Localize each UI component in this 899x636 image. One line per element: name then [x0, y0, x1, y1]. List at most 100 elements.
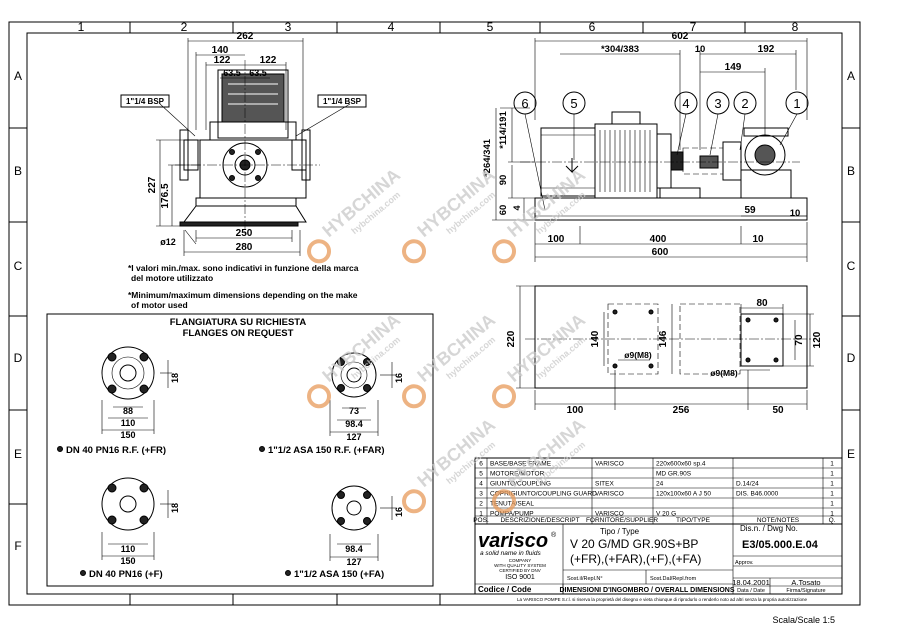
flange-right — [291, 139, 307, 171]
bom-cell-pos: 1 — [479, 511, 483, 518]
flange-asa-far: 73 98.4 127 16 1"1/2 ASA 150 R.F. (+FAR) — [259, 352, 404, 456]
balloon-4-label: 4 — [682, 96, 689, 111]
dwg-label: Dis.n. / Dwg No. — [740, 524, 798, 533]
bom-cell-pos: 3 — [479, 491, 483, 498]
coupling-guard — [682, 147, 724, 175]
watermark-5: HYBCHINA hybchina.com — [402, 310, 499, 409]
dim-100-plan: 100 — [567, 405, 584, 416]
note-en-2: of motor used — [131, 300, 188, 310]
balloon-6-label: 6 — [521, 96, 528, 111]
approv-label: Approv. — [735, 560, 754, 566]
balloon-1-label: 1 — [793, 96, 800, 111]
dim-262: 262 — [237, 31, 254, 42]
codice-label: Codice / Code — [478, 585, 532, 594]
watermark-2: HYBCHINA hybchina.com — [402, 165, 499, 264]
dim-10-right: 10 — [752, 234, 764, 245]
flange-dn40-fr: 88 110 150 18 DN 40 PN16 R.F. (+FR) — [57, 346, 180, 456]
dim-602: 602 — [672, 31, 689, 42]
sost-dal-label: Sost.Dal/Repl.from — [650, 576, 697, 582]
balloon-2-label: 2 — [741, 96, 748, 111]
bom-cell-desc: COPRIGIUNTO/COUPLING GUARD — [490, 491, 597, 498]
flange-asa-fa: 98.4 127 16 1"1/2 ASA 150 (+FA) — [285, 485, 404, 580]
brand-registered: ® — [551, 531, 557, 539]
flanges-title-en: FLANGES ON REQUEST — [183, 328, 294, 339]
signature-label: Firma/Signature — [786, 588, 825, 594]
f2-dim-98-4: 98.4 — [345, 419, 363, 429]
tipo-label: Tipo / Type — [600, 527, 640, 536]
bsp-right-label: 1"1/4 BSP — [323, 97, 362, 106]
bom-header-supplier: FORNITORE/SUPPLIER — [586, 517, 658, 524]
bom-cell-type: MD GR.90S — [656, 471, 692, 478]
note-it-2: del motore utilizzato — [131, 273, 213, 283]
balloon-5-label: 5 — [570, 96, 577, 111]
bom-cell-pos: 5 — [479, 471, 483, 478]
bom-cell-pos: 6 — [479, 461, 483, 468]
note-it-1: *I valori min./max. sono indicativi in f… — [128, 263, 359, 273]
dim-192: 192 — [758, 44, 775, 55]
row-b-left: B — [14, 164, 22, 178]
col-3: 3 — [285, 20, 292, 34]
note-en-1: *Minimum/maximum dimensions depending on… — [128, 290, 358, 300]
f2-dim-127: 127 — [346, 432, 361, 442]
flanges-title-it: FLANGIATURA SU RICHIESTA — [170, 317, 307, 328]
row-d-right: D — [847, 351, 856, 365]
row-f-left: F — [14, 539, 21, 553]
dim-122-left: 122 — [214, 55, 231, 66]
bom-cell-note: DIS. B46.0000 — [736, 491, 779, 498]
watermarks: HYBCHINA hybchina.com HYBCHINA hybchina.… — [307, 165, 589, 514]
f1-dim-18: 18 — [170, 373, 180, 383]
col-7: 7 — [690, 20, 697, 34]
bom-cell-q: 1 — [830, 491, 834, 498]
dim-10-far: 10 — [790, 208, 801, 219]
f2-dim-16: 16 — [394, 373, 404, 383]
col-5: 5 — [487, 20, 494, 34]
scale-label: Scala/Scale 1:5 — [772, 615, 835, 625]
dim-114-191: *114/191 — [498, 111, 509, 149]
dim-80: 80 — [756, 298, 768, 309]
brand-tagline: a solid name in fluids — [480, 550, 541, 557]
bom-header-desc: DESCRIZIONE/DESCRIPT — [500, 517, 579, 524]
bom-header-note: NOTE/NOTES — [757, 517, 800, 524]
tipo-line-2: (+FR),(+FAR),(+F),(+FA) — [570, 552, 701, 566]
dim-600: 600 — [652, 247, 669, 258]
row-e-left: E — [14, 447, 22, 461]
dim-149: 149 — [725, 62, 742, 73]
motor-body — [594, 123, 658, 199]
plan-base — [534, 285, 808, 389]
col-1: 1 — [78, 20, 85, 34]
f2-caption: 1"1/2 ASA 150 R.F. (+FAR) — [268, 445, 385, 456]
dim-hole-12: ø12 — [160, 237, 176, 247]
hole-9-m8-left: ø9(M8) — [624, 350, 652, 360]
f4-caption: 1"1/2 ASA 150 (+FA) — [294, 569, 384, 580]
bom-cell-q: 1 — [830, 501, 834, 508]
bom-cell-supplier: VARISCO — [595, 491, 624, 498]
bom-cell-type: V 20 G — [656, 511, 676, 518]
sost-il-label: Sost.il/Repl.N° — [567, 576, 603, 582]
notes: *I valori min./max. sono indicativi in f… — [128, 263, 359, 310]
front-view: 262 140 122 122 63.5 63.5 227 176.5 250 … — [120, 31, 367, 256]
bom-cell-q: 1 — [830, 461, 834, 468]
bom-header: POS. DESCRIZIONE/DESCRIPT FORNITORE/SUPP… — [473, 517, 835, 524]
hole-9-m8-right: ø9(M8) — [710, 368, 738, 378]
tipo-line-1: V 20 G/MD GR.90S+BP — [570, 537, 698, 551]
row-a-left: A — [14, 69, 22, 83]
bom-cell-desc: BASE/BASE FRAME — [490, 461, 552, 468]
dim-59: 59 — [744, 205, 756, 216]
column-labels: 1 2 3 4 5 6 7 8 — [78, 20, 799, 34]
dim-227: 227 — [147, 176, 158, 193]
col-2: 2 — [181, 20, 188, 34]
col-8: 8 — [792, 20, 799, 34]
bom-cell-type: 120x100x60 A J 50 — [656, 491, 711, 498]
dim-122-right: 122 — [260, 55, 277, 66]
dim-63-5-left: 63.5 — [223, 68, 241, 78]
bsp-left-label: 1"1/4 BSP — [126, 97, 165, 106]
bom-cell-desc: GIUNTO/COUPLING — [490, 481, 551, 488]
dim-90: 90 — [498, 175, 509, 186]
brand-logo: varisco — [478, 530, 548, 552]
front-base — [179, 221, 299, 227]
f1-dim-88: 88 — [123, 406, 133, 416]
bom-cell-pos: 2 — [479, 501, 483, 508]
f3-dim-150: 150 — [120, 556, 135, 566]
dim-304-383: *304/383 — [601, 44, 639, 55]
